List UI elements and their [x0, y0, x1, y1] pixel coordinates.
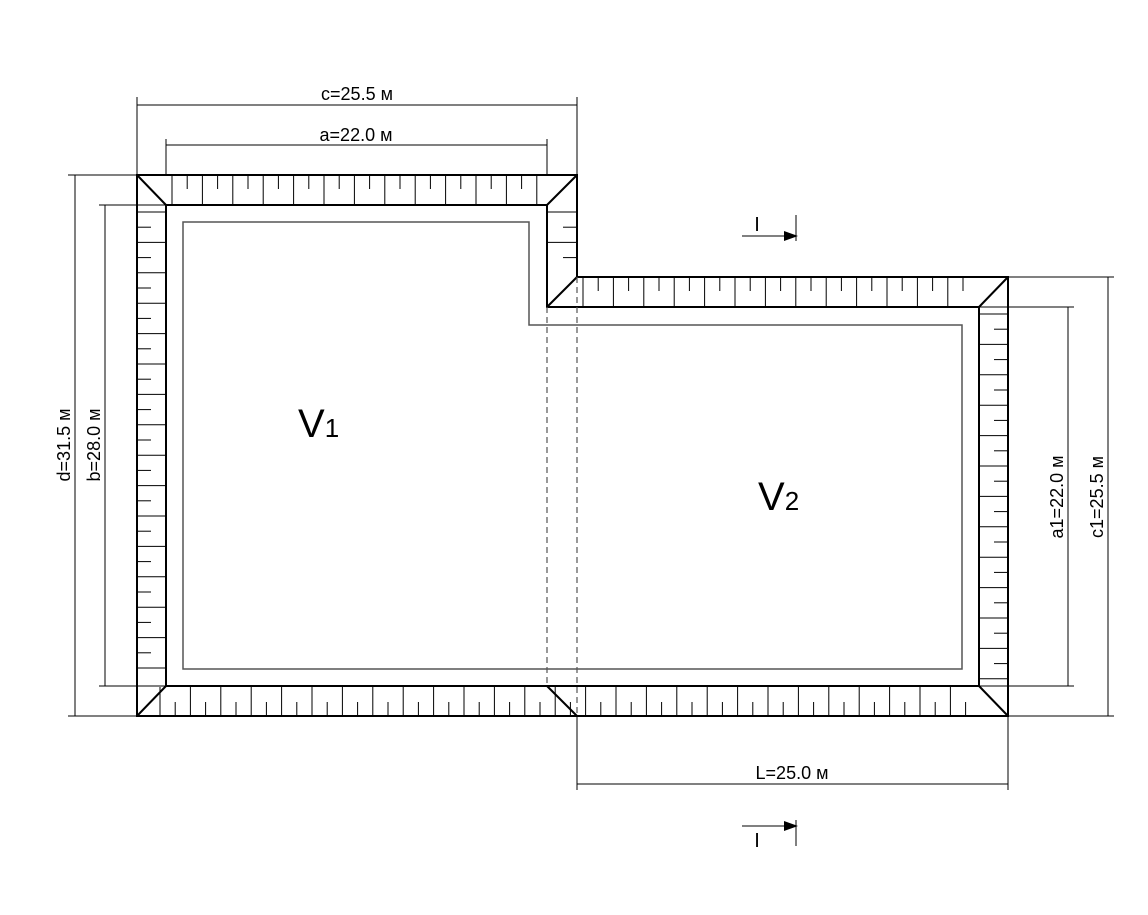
corner-diagonals	[136, 174, 1009, 717]
dimension-c: c=25.5 м	[136, 84, 578, 175]
dimension-c-label: c=25.5 м	[321, 84, 393, 104]
volume-v1-label: V1	[298, 402, 339, 446]
section-marker-bottom: I	[742, 820, 798, 852]
dimension-a-label: a=22.0 м	[320, 125, 393, 145]
dimension-a: a=22.0 м	[165, 125, 548, 175]
dimension-L: L=25.0 м	[576, 716, 1009, 790]
dimension-c1: c1=25.5 м	[1008, 276, 1114, 717]
volume-v2-label: V2	[758, 475, 799, 519]
dimension-b-label: b=28.0 м	[84, 409, 104, 482]
dimension-c1-label: c1=25.5 м	[1087, 456, 1107, 538]
pit-bottom-outline	[182, 221, 963, 670]
dimension-d-label: d=31.5 м	[54, 409, 74, 482]
section-label-bottom: I	[754, 830, 760, 852]
section-label-top: I	[754, 214, 760, 236]
slope-hatching	[137, 175, 1008, 716]
dimension-a1-label: a1=22.0 м	[1047, 456, 1067, 539]
dimension-b: b=28.0 м	[84, 204, 166, 687]
dimension-a1: a1=22.0 м	[979, 306, 1074, 687]
outer-outline	[136, 174, 1009, 717]
dimension-L-label: L=25.0 м	[756, 763, 829, 783]
section-marker-top: I	[742, 214, 798, 241]
dimension-d: d=31.5 м	[54, 174, 137, 717]
